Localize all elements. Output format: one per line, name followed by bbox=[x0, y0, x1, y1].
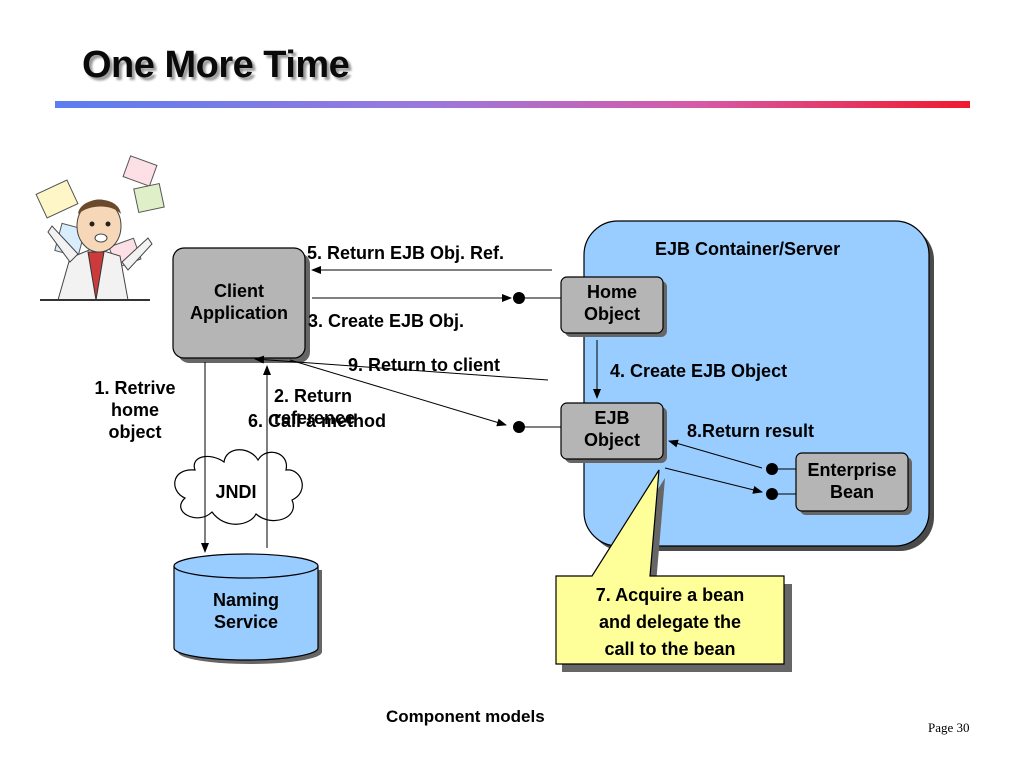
ejb-object-label: EJB Object bbox=[583, 408, 640, 450]
arrow-step-7 bbox=[664, 467, 763, 494]
enterprise-bean-label: Enterprise Bean bbox=[807, 460, 897, 502]
step-2-label: 2. Return reference bbox=[274, 386, 356, 428]
bean-connector-dot-top bbox=[766, 463, 778, 475]
step-8-label: 8.Return result bbox=[687, 421, 815, 441]
step-3-label: 3. Create EJB Obj. bbox=[308, 311, 465, 331]
bean-connector-dot-bottom bbox=[766, 488, 778, 500]
slide-title: One More Time bbox=[82, 44, 350, 86]
callout-label: 7. Acquire a bean and delegate the call … bbox=[595, 585, 745, 659]
home-object-label: Home Object bbox=[583, 282, 640, 324]
step-4-label: 4. Create EJB Object bbox=[610, 361, 788, 381]
step-1-label: 1. Retrive home object bbox=[94, 378, 176, 442]
arrow-step-8 bbox=[668, 439, 763, 469]
step-6-label: 6. Call a method bbox=[248, 411, 387, 431]
home-connector-dot bbox=[513, 292, 525, 304]
businessman-clipart bbox=[35, 155, 165, 301]
ejb-connector-dot bbox=[513, 421, 525, 433]
callout-bubble bbox=[555, 469, 785, 665]
arrow-step-6 bbox=[289, 359, 507, 427]
footer-text: Component models bbox=[386, 707, 545, 726]
jndi-label: JNDI bbox=[215, 482, 257, 502]
jndi-cloud bbox=[174, 449, 303, 525]
naming-service-label: Naming Service bbox=[212, 590, 279, 632]
naming-service-cylinder bbox=[173, 553, 322, 664]
title-underline bbox=[55, 101, 970, 108]
container-label: EJB Container/Server bbox=[655, 239, 841, 259]
step-5-label: 5. Return EJB Obj. Ref. bbox=[307, 243, 505, 263]
step-9-label: 9. Return to client bbox=[348, 355, 501, 375]
enterprise-bean-box bbox=[795, 452, 909, 512]
client-application-box bbox=[172, 247, 306, 359]
arrow-step-9 bbox=[254, 355, 549, 381]
page-number: Page 30 bbox=[928, 720, 970, 735]
home-object-box bbox=[560, 276, 664, 334]
ejb-object-box bbox=[560, 402, 664, 460]
client-application-label: Client Application bbox=[190, 281, 288, 323]
